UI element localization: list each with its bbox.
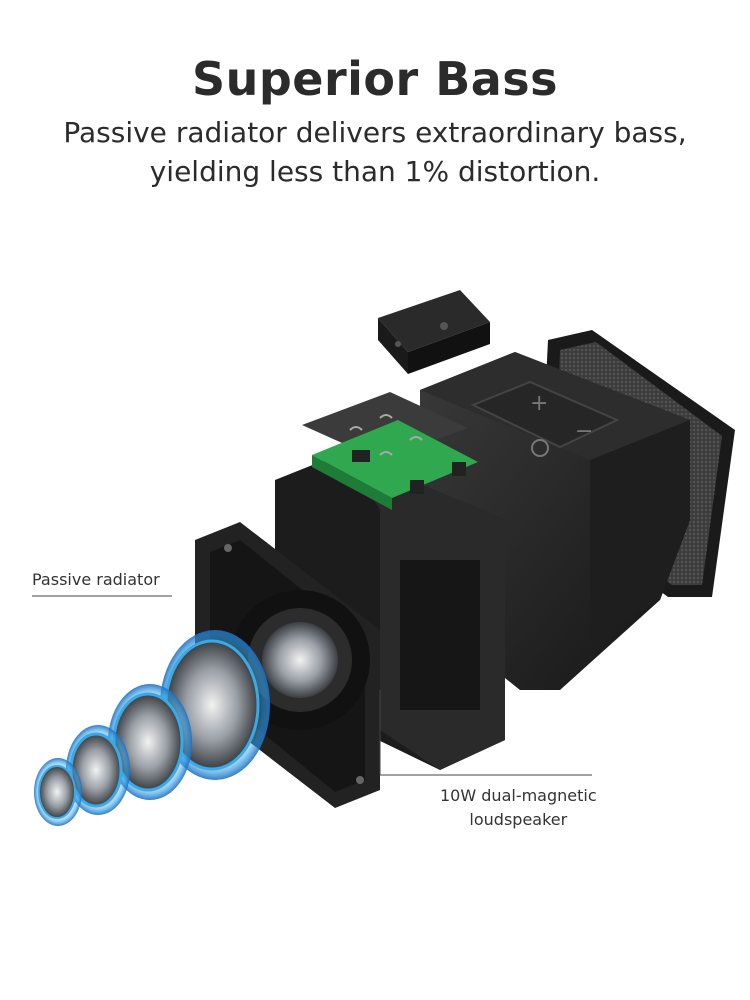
speaker-body: + −	[420, 352, 690, 690]
subheadline-line-1: Passive radiator delivers extraordinary …	[63, 116, 687, 149]
subheadline-line-2: yielding less than 1% distortion.	[149, 155, 601, 188]
svg-text:+: +	[530, 391, 548, 416]
callout-loudspeaker-line-1: 10W dual-magnetic	[440, 786, 597, 805]
headline: Superior Bass	[191, 52, 559, 106]
top-bracket	[378, 290, 490, 374]
callout-loudspeaker-line-2: loudspeaker	[469, 810, 568, 829]
passive-radiator-waves	[34, 630, 270, 826]
exploded-speaker-illustration: + −	[32, 290, 735, 826]
callout-lines	[32, 595, 592, 776]
callout-loudspeaker: 10W dual-magnetic loudspeaker	[440, 784, 597, 832]
control-buttons: + −	[470, 380, 620, 457]
callout-passive-radiator: Passive radiator	[32, 570, 160, 589]
control-pcb	[302, 392, 478, 510]
front-woofer-frame	[195, 522, 380, 808]
svg-text:−: −	[575, 419, 593, 444]
